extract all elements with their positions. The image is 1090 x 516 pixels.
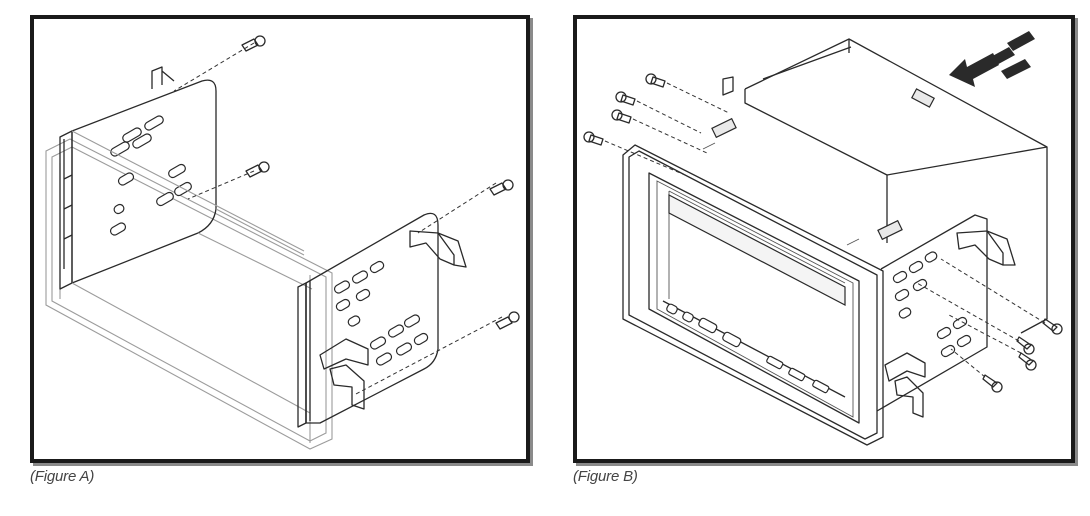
screw-icon — [615, 91, 702, 134]
radio-chassis — [702, 38, 1048, 334]
top-hook — [722, 76, 734, 96]
screw-icon — [950, 348, 1003, 393]
screw-icon — [948, 314, 1037, 371]
screw-icon — [916, 282, 1035, 355]
screw-icon — [940, 258, 1063, 335]
screw-icon — [173, 35, 266, 92]
faceplate-buttons — [666, 303, 830, 394]
bracket-slots — [333, 260, 429, 366]
radio-faceplate — [622, 144, 884, 446]
screw-icon — [611, 109, 708, 154]
screw-icon — [583, 131, 686, 176]
left-mounting-bracket — [59, 66, 217, 290]
sleeve-edges — [197, 208, 313, 290]
figure-a-caption: (Figure A) — [30, 468, 95, 485]
right-mounting-bracket — [297, 212, 467, 428]
screws — [583, 73, 1063, 393]
insertion-arrow-icon — [949, 31, 1035, 87]
bracket-slots — [892, 251, 972, 358]
figure-b-panel — [573, 15, 1075, 463]
screw-icon — [187, 161, 270, 200]
screw-icon — [645, 73, 730, 114]
screws — [173, 35, 520, 396]
side-mounting-bracket — [876, 214, 1016, 418]
figure-b-caption: (Figure B) — [573, 468, 638, 485]
figure-a-panel — [30, 15, 530, 463]
figure-b-drawing — [583, 31, 1063, 446]
bracket-slots — [109, 115, 192, 236]
figure-a-drawing — [45, 35, 520, 450]
screw-icon — [353, 311, 520, 396]
screw-icon — [417, 179, 514, 234]
